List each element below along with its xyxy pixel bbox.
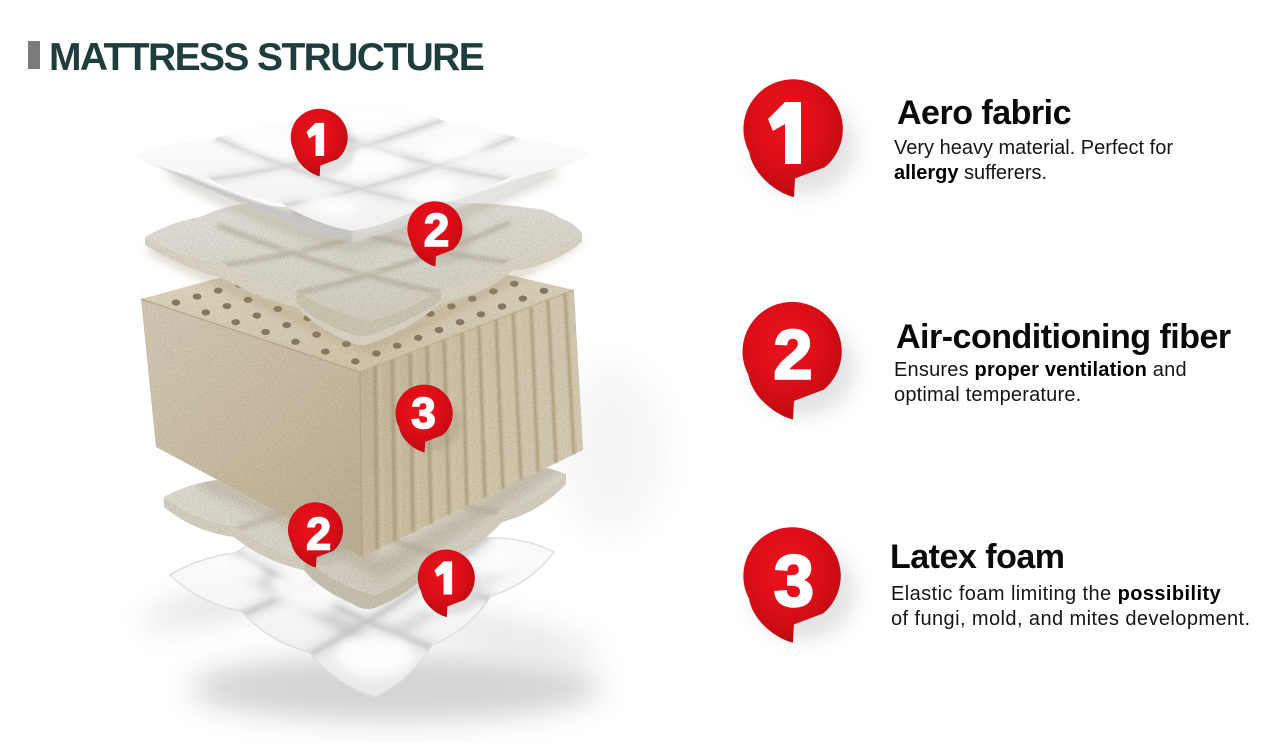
svg-text:3: 3	[774, 542, 814, 622]
svg-text:2: 2	[774, 316, 813, 394]
svg-text:2: 2	[424, 204, 450, 256]
svg-text:3: 3	[411, 389, 435, 438]
svg-text:2: 2	[306, 509, 331, 560]
